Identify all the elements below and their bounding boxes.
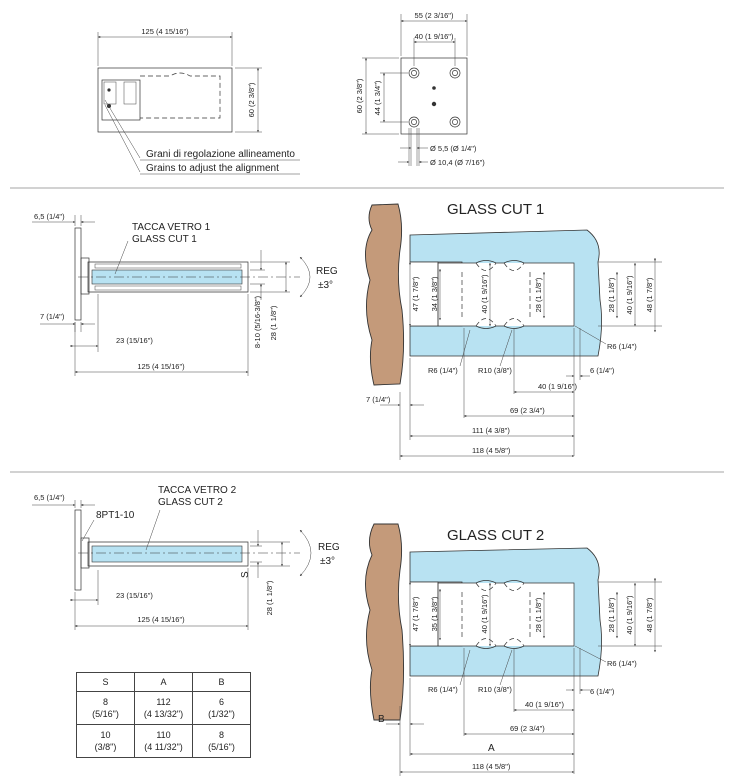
gc1-dim-111: 111 (4 3/8") [472,426,510,435]
table-cell: 6(1/32") [192,691,251,725]
mid-dim-7: 7 (1/4") [40,312,65,321]
gc1-dim-69: 69 (2 3/4") [510,406,545,415]
hole-large-dim: Ø 10,4 (Ø 7/16") [430,158,485,167]
gc2-dim-69: 69 (2 3/4") [510,724,545,733]
gc2-dim-35: 35 (1 3/8") [430,596,439,631]
top-side-view: 125 (4 15/16") 60 (2 3/8") Grani di rego… [97,27,300,175]
mid-tacca-label: TACCA VETRO 1 [132,222,211,233]
mid-dim-6-5: 6,5 (1/4") [34,212,65,221]
top-width-dim: 125 (4 15/16") [141,27,189,36]
mid-dim-125: 125 (4 15/16") [137,362,185,371]
gc2-r10: R10 (3/8") [478,685,512,694]
top-front-view: 55 (2 3/16") 40 (1 9/16") 60 (2 3/8") 44… [355,11,485,167]
spec-table: S A B 8(5/16") 112(4 13/32") 6(1/32") 10… [76,672,251,758]
table-cell: 110(4 11/32") [134,724,193,758]
gc2-right-28: 28 (1 1/8") [607,597,616,632]
wall-section-2 [365,523,405,721]
mid-reg: REG [316,266,338,277]
mid-reg-deg: ±3° [318,280,333,291]
gc1-dim-28: 28 (1 1/8") [534,277,543,312]
mid-dim-23: 23 (15/16") [116,336,153,345]
top-height-dim: 60 (2 3/8") [247,82,256,117]
glass-cut-1-title: GLASS CUT 1 [447,201,544,218]
glass-cut-2-title: GLASS CUT 2 [447,527,544,544]
table-header-row: S A B [76,672,251,692]
table-cell: 112(4 13/32") [134,691,193,725]
lower-side-view: 6,5 (1/4") TACCA VETRO 2 GLASS CUT 2 8PT… [32,485,340,630]
gc1-dim-7: 7 (1/4") [366,395,391,404]
gc1-r6-right: R6 (1/4") [607,342,637,351]
note-italian: Grani di regolazione allineamento [146,149,295,160]
gc2-dim-6: 6 (1/4") [590,687,615,696]
low-reg: REG [318,542,340,553]
gc1-dim-47: 47 (1 7/8") [411,276,420,311]
middle-side-view: 6,5 (1/4") TACCA VETRO 1 GLASS CUT 1 7 (… [32,212,338,376]
table-header-b: B [192,672,251,692]
low-s-label: S [240,571,251,578]
face-height-44: 44 (1 3/4") [373,80,382,115]
table-row: 10(3/8") 110(4 11/32") 8(5/16") [76,724,251,758]
gc2-dim-40: 40 (1 9/16") [480,594,489,633]
gc1-dim-34: 34 (1 3/8") [430,276,439,311]
gc2-r6-left: R6 (1/4") [428,685,458,694]
glass-cut-2-view: GLASS CUT 2 47 (1 7/8") 35 (1 3/8") 40 (… [365,523,662,776]
glass-cut-1-view: GLASS CUT 1 47 (1 7/8") 34 (1 3/8") 40 (… [365,201,662,460]
low-dim-6-5: 6,5 (1/4") [34,493,65,502]
low-dim-28: 28 (1 1/8") [265,580,274,615]
gc1-right-40: 40 (1 9/16") [625,275,634,314]
low-dim-125: 125 (4 15/16") [137,615,185,624]
low-glasscut-label: GLASS CUT 2 [158,497,223,508]
wall-section-1 [365,203,405,386]
gc2-r6-right: R6 (1/4") [607,659,637,668]
low-reg-deg: ±3° [320,556,335,567]
face-height-60: 60 (2 3/8") [355,78,364,113]
hole-small-dim: Ø 5,5 (Ø 1/4") [430,144,477,153]
mid-dim-28: 28 (1 1/8") [269,305,278,340]
face-width-40: 40 (1 9/16") [415,32,454,41]
mid-glasscut-label: GLASS CUT 1 [132,234,197,245]
table-cell: 8(5/16") [76,691,135,725]
gc1-r10: R10 (3/8") [478,366,512,375]
table-header-s: S [76,672,135,692]
face-width-55: 55 (2 3/16") [415,11,454,20]
gc2-right-48: 48 (1 7/8") [645,597,654,632]
mid-dim-8-10: 8-10 (5/16-3/8") [253,295,262,348]
gc2-bottom-40: 40 (1 9/16") [525,700,564,709]
gc2-a-label: A [488,743,495,754]
table-cell: 8(5/16") [192,724,251,758]
gc1-dim-118: 118 (4 5/8") [472,446,511,455]
low-part-code: 8PT1-10 [96,510,135,521]
gc1-bottom-40: 40 (1 9/16") [538,382,577,391]
table-row: 8(5/16") 112(4 13/32") 6(1/32") [76,691,251,725]
note-english: Grains to adjust the alignment [146,163,279,174]
gc1-right-48: 48 (1 7/8") [645,277,654,312]
gc1-dim-6: 6 (1/4") [590,366,615,375]
low-tacca-label: TACCA VETRO 2 [158,485,237,496]
gc1-r6-left: R6 (1/4") [428,366,458,375]
low-dim-23: 23 (15/16") [116,591,153,600]
gc2-right-40: 40 (1 9/16") [625,595,634,634]
gc2-dim-47: 47 (1 7/8") [411,596,420,631]
table-header-a: A [134,672,193,692]
gc2-b-label: B [378,714,385,725]
gc1-right-28: 28 (1 1/8") [607,277,616,312]
table-cell: 10(3/8") [76,724,135,758]
gc2-dim-118: 118 (4 5/8") [472,762,511,771]
gc1-dim-40: 40 (1 9/16") [480,274,489,313]
gc2-dim-28: 28 (1 1/8") [534,597,543,632]
